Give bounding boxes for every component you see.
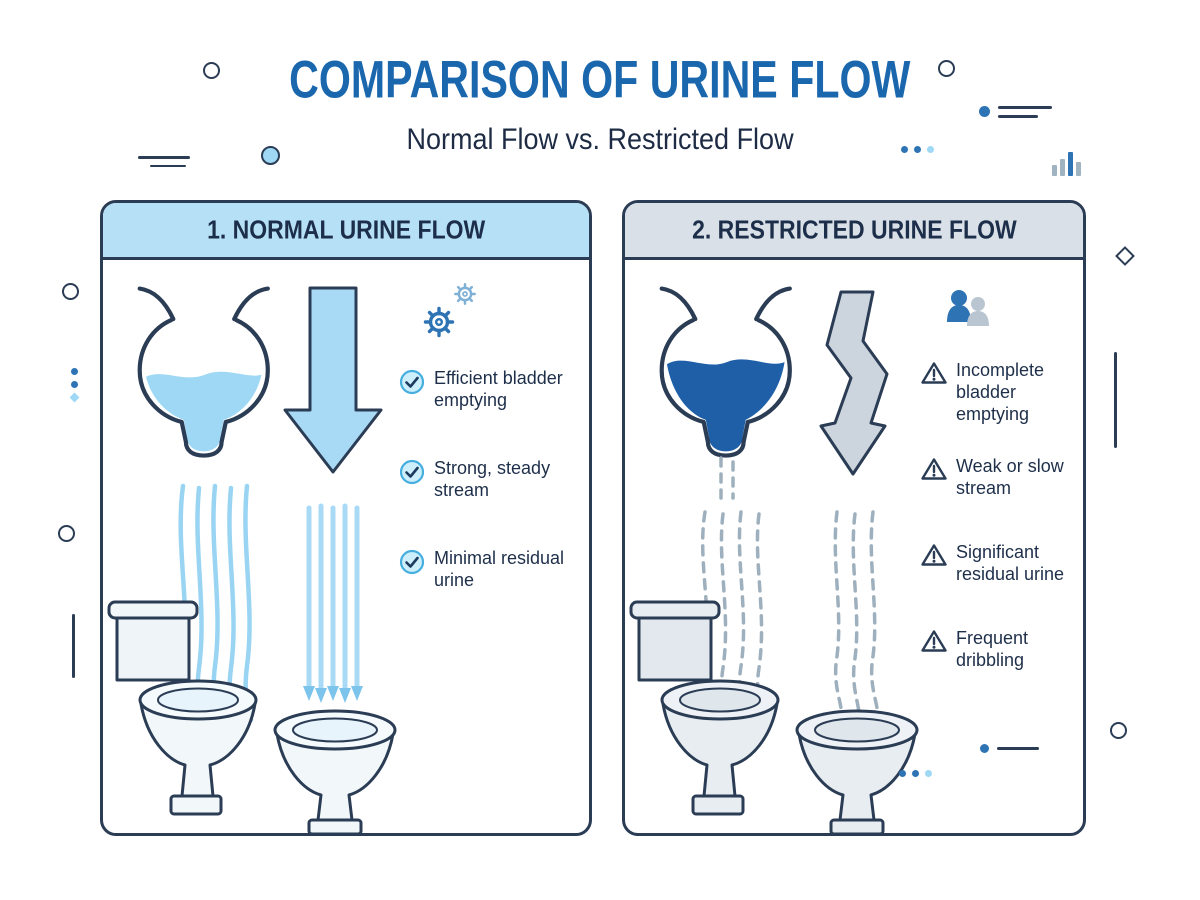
- decor-vline: [72, 614, 75, 678]
- people-icon: [947, 290, 989, 326]
- bladder-drip-lines: [719, 456, 735, 502]
- decor-dots: [901, 146, 934, 153]
- restricted-flow-arrow-icon: [819, 290, 889, 476]
- toilet-tank-icon: [629, 600, 780, 816]
- decor-dot-line: [980, 744, 1039, 753]
- comparison-panels: 1. NORMAL URINE FLOW: [100, 200, 1086, 836]
- toilet-tank-icon: [107, 600, 258, 816]
- decor-bar-chart-icon: [1052, 150, 1081, 176]
- normal-flow-illustration: [107, 283, 476, 833]
- decor-circle: [261, 146, 280, 165]
- decor-vline: [1114, 352, 1117, 448]
- decor-circle: [203, 62, 220, 79]
- bladder-restricted-icon: [659, 286, 792, 458]
- panel-normal-body: Efficient bladder emptying Strong, stead…: [103, 260, 589, 833]
- strong-flow-arrow-icon: [283, 286, 383, 474]
- panel-normal-header: 1. NORMAL URINE FLOW: [103, 203, 589, 260]
- decor-lines: [138, 156, 190, 167]
- page-subtitle-wrap: Normal Flow vs. Restricted Flow: [0, 123, 1200, 157]
- panel-normal-title: 1. NORMAL URINE FLOW: [206, 214, 486, 245]
- panel-normal-flow: 1. NORMAL URINE FLOW: [100, 200, 592, 836]
- dribble-stream-lines: [833, 510, 879, 714]
- decor-dot-lines: [979, 106, 1052, 118]
- decor-circle: [1110, 722, 1127, 739]
- decor-circle: [58, 525, 75, 542]
- gears-icon: [423, 283, 476, 338]
- decor-circle: [938, 60, 955, 77]
- panel-restricted-flow: 2. RESTRICTED URINE FLOW: [622, 200, 1086, 836]
- steady-stream-arrows: [303, 503, 363, 703]
- decor-diamond: [1115, 246, 1135, 266]
- bladder-normal-icon: [137, 286, 270, 458]
- toilet-bowl-icon: [795, 709, 919, 833]
- page-title-wrap: COMPARISON OF URINE FLOW: [0, 50, 1200, 110]
- toilet-bowl-icon: [273, 709, 397, 833]
- panel-restricted-header: 2. RESTRICTED URINE FLOW: [625, 203, 1083, 260]
- decor-dots-column: [69, 368, 80, 403]
- page-title: COMPARISON OF URINE FLOW: [289, 50, 911, 110]
- page-subtitle: Normal Flow vs. Restricted Flow: [406, 123, 794, 156]
- decor-circle: [62, 283, 79, 300]
- panel-restricted-title: 2. RESTRICTED URINE FLOW: [691, 214, 1017, 245]
- decor-dots: [899, 770, 932, 777]
- restricted-flow-illustration: [629, 286, 989, 833]
